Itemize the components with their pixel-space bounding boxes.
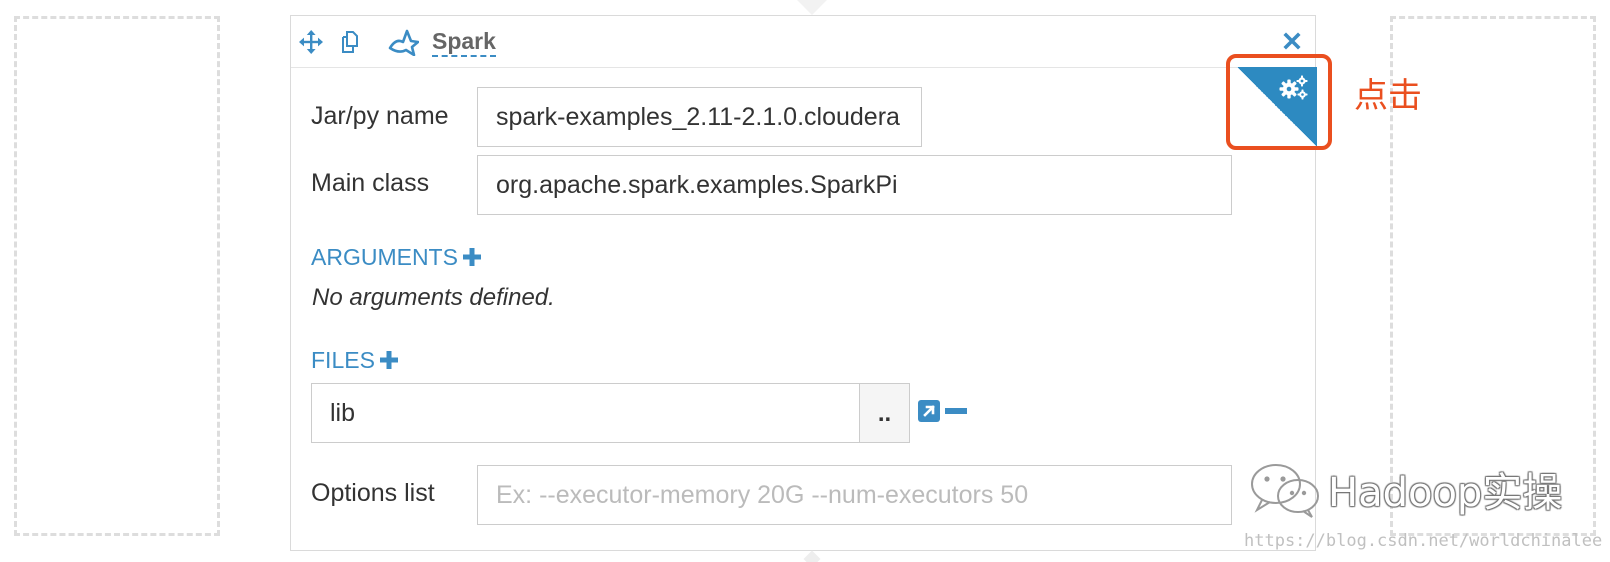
copy-icon[interactable] [339,30,363,54]
no-arguments-note: No arguments defined. [312,284,555,311]
watermark-url: https://blog.csdn.net/worldchinalee [1244,531,1603,551]
action-properties-toggle[interactable] [1237,67,1317,147]
jar-py-name-label: Jar/py name [311,102,449,130]
move-arrows-icon[interactable] [299,30,323,54]
arguments-heading-label[interactable]: ARGUMENTS [311,244,458,270]
files-heading: FILES [311,346,399,374]
external-link-icon[interactable] [918,400,940,422]
add-file-plus-icon[interactable] [379,350,399,370]
options-list-input[interactable] [477,465,1232,525]
watermark-brand-text: Hadoop实操 [1328,470,1563,516]
click-highlight-box [1226,54,1332,150]
gears-icon [1279,75,1308,100]
top-connector-notch [795,0,829,15]
remove-file-minus-icon[interactable] [945,408,967,414]
bottom-connector-notch [803,550,821,562]
wechat-logo-icon [1251,464,1319,518]
main-class-input[interactable] [477,155,1232,215]
right-drop-zone [1390,16,1596,536]
file-path-input[interactable] [311,383,860,443]
main-class-label: Main class [311,169,430,197]
browse-file-button[interactable]: .. [860,383,910,443]
jar-py-name-input[interactable] [477,87,922,147]
files-heading-label[interactable]: FILES [311,347,375,373]
arguments-heading: ARGUMENTS [311,243,482,271]
options-list-label: Options list [311,479,435,507]
close-icon[interactable] [1283,32,1301,50]
add-argument-plus-icon[interactable] [462,247,482,267]
left-drop-zone [14,16,220,536]
spark-star-icon [388,29,419,56]
click-annotation-label: 点击 [1354,76,1422,116]
action-header: Spark [291,16,1315,68]
action-title[interactable]: Spark [432,28,496,57]
